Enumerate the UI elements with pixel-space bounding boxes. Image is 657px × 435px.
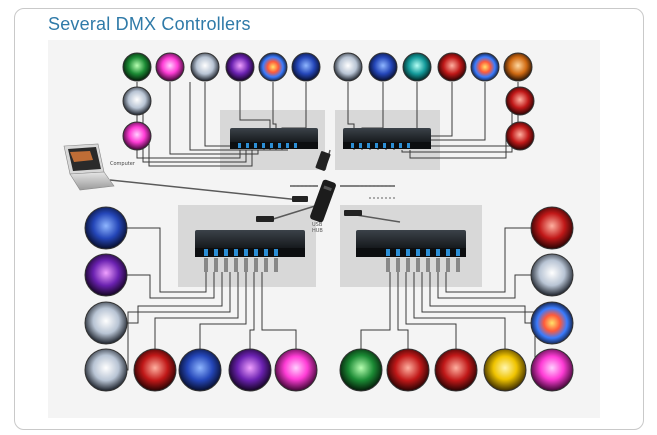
led-effect-thumbnail bbox=[156, 53, 184, 81]
led-effect-thumbnail bbox=[85, 349, 127, 391]
led-effect-thumbnail bbox=[484, 349, 526, 391]
led-effect-thumbnail bbox=[531, 207, 573, 249]
led-effect-thumbnail bbox=[403, 53, 431, 81]
led-effect-thumbnail bbox=[275, 349, 317, 391]
led-effect-thumbnail bbox=[504, 53, 532, 81]
led-effect-thumbnail bbox=[85, 207, 127, 249]
led-effect-thumbnail bbox=[387, 349, 429, 391]
led-effect-thumbnail bbox=[191, 53, 219, 81]
led-effect-thumbnail bbox=[179, 349, 221, 391]
led-effect-thumbnail bbox=[226, 53, 254, 81]
led-effect-thumbnail bbox=[334, 53, 362, 81]
led-effect-thumbnail bbox=[85, 254, 127, 296]
led-effect-thumbnail bbox=[85, 302, 127, 344]
led-effect-thumbnail bbox=[506, 122, 534, 150]
led-effect-thumbnail bbox=[471, 53, 499, 81]
led-effect-thumbnail bbox=[435, 349, 477, 391]
led-effect-thumbnail bbox=[369, 53, 397, 81]
led-effect-thumbnail bbox=[123, 87, 151, 115]
dmx-controller-icon bbox=[343, 128, 431, 149]
led-effect-thumbnail bbox=[438, 53, 466, 81]
led-effect-thumbnail bbox=[506, 87, 534, 115]
led-effect-thumbnail bbox=[134, 349, 176, 391]
dmx-controller-icon bbox=[230, 128, 318, 149]
led-effect-thumbnail bbox=[259, 53, 287, 81]
led-effect-thumbnail bbox=[123, 53, 151, 81]
computer-label: Computer bbox=[110, 161, 136, 167]
led-effect-thumbnail bbox=[531, 254, 573, 296]
led-effect-thumbnail bbox=[531, 349, 573, 391]
led-effect-thumbnail bbox=[340, 349, 382, 391]
led-effect-thumbnail bbox=[292, 53, 320, 81]
led-effect-thumbnail bbox=[531, 302, 573, 344]
led-effect-thumbnail bbox=[229, 349, 271, 391]
led-effect-thumbnail bbox=[123, 122, 151, 150]
